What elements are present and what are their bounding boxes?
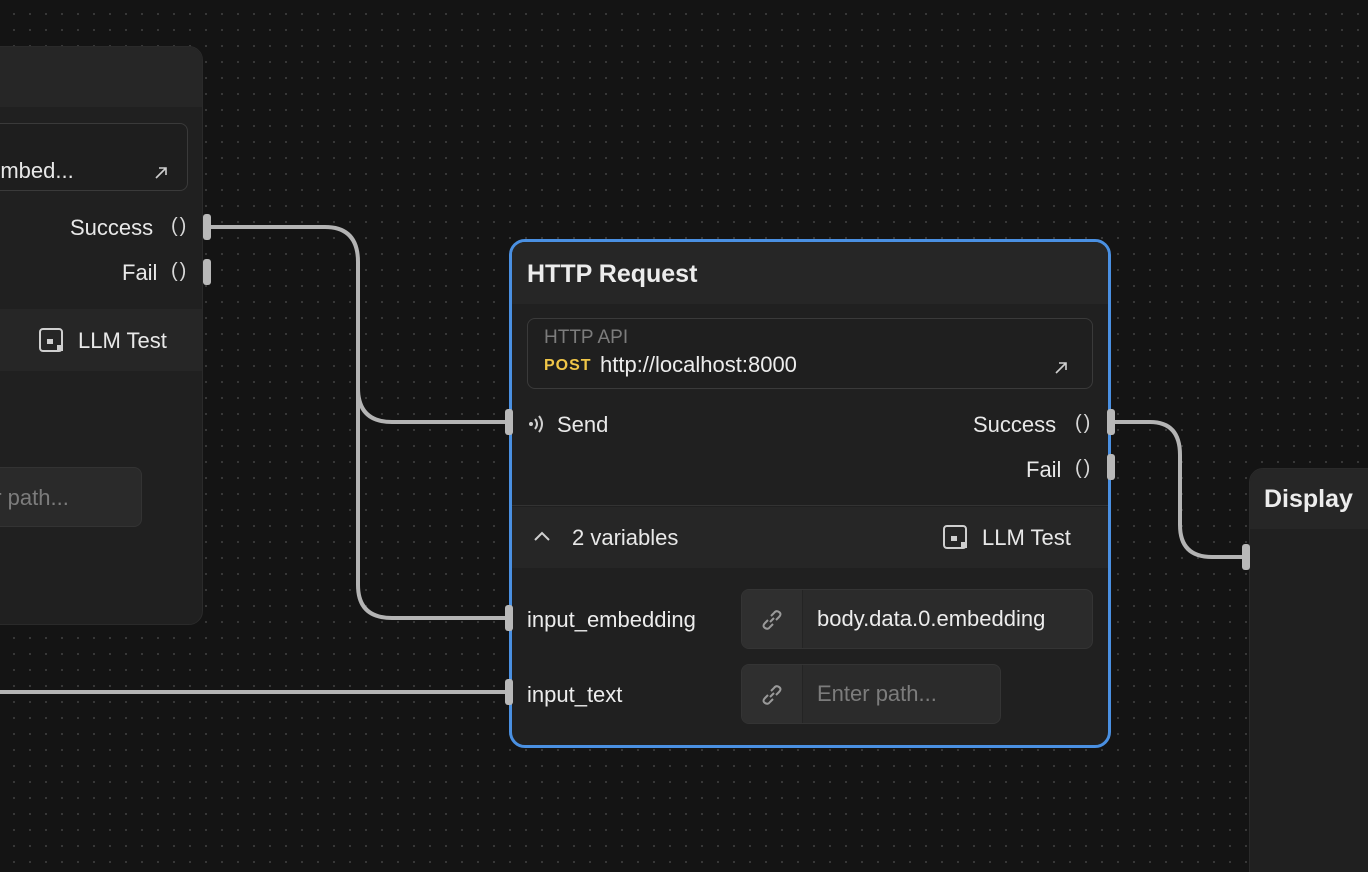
upstream-api-box[interactable]: /embed... bbox=[0, 123, 188, 191]
upstream-fail-handle[interactable] bbox=[203, 259, 211, 285]
display-node[interactable]: Display bbox=[1249, 468, 1368, 872]
http-divider bbox=[512, 505, 1108, 506]
http-node-title: HTTP Request bbox=[527, 260, 698, 288]
http-node-header[interactable]: HTTP Request bbox=[512, 242, 1108, 304]
upstream-path-placeholder: er path... bbox=[0, 485, 69, 510]
variable-name-input-text: input_text bbox=[527, 682, 623, 707]
upstream-node-header[interactable] bbox=[0, 47, 202, 107]
send-input-handle[interactable] bbox=[505, 409, 513, 435]
llm-test-button[interactable]: LLM Test bbox=[982, 525, 1071, 550]
http-request-node[interactable]: HTTP Request HTTP API POST http://localh… bbox=[509, 239, 1111, 748]
success-output-handle[interactable] bbox=[1107, 409, 1115, 435]
http-api-label: HTTP API bbox=[544, 327, 629, 348]
upstream-node[interactable]: /embed... Success () Fail () LLM Test er… bbox=[0, 46, 203, 625]
fail-output-handle[interactable] bbox=[1107, 454, 1115, 480]
display-node-header[interactable]: Display bbox=[1250, 469, 1368, 529]
path-input-text[interactable]: Enter path... bbox=[741, 664, 1001, 724]
upstream-fail-parens: () bbox=[171, 260, 189, 282]
variable-name-input-embedding: input_embedding bbox=[527, 607, 696, 632]
upstream-fail-label: Fail bbox=[122, 260, 158, 285]
send-signal-icon bbox=[529, 415, 543, 433]
chevron-up-icon[interactable] bbox=[532, 529, 552, 543]
upstream-success-parens: () bbox=[171, 215, 189, 237]
http-method-badge: POST bbox=[544, 357, 592, 374]
link-cell[interactable] bbox=[742, 590, 803, 648]
upstream-success-handle[interactable] bbox=[203, 214, 211, 240]
upstream-url: /embed... bbox=[0, 158, 74, 183]
edge-left-success-to-send[interactable] bbox=[205, 225, 511, 424]
http-api-url: http://localhost:8000 bbox=[600, 352, 797, 377]
llm-test-icon[interactable] bbox=[37, 326, 67, 356]
http-api-box[interactable]: HTTP API POST http://localhost:8000 bbox=[527, 318, 1093, 389]
variables-header[interactable]: 2 variables LLM Test bbox=[512, 507, 1108, 568]
fail-output-label: Fail bbox=[1026, 457, 1062, 482]
success-output-label: Success bbox=[973, 412, 1057, 437]
input-text-handle[interactable] bbox=[505, 679, 513, 705]
variables-toggle[interactable]: 2 variables bbox=[572, 525, 679, 550]
path-value: body.data.0.embedding bbox=[817, 606, 1046, 631]
send-input-label: Send bbox=[557, 412, 609, 437]
edge-http-success-to-display[interactable] bbox=[1109, 420, 1251, 559]
display-input-handle[interactable] bbox=[1242, 544, 1250, 570]
arrow-up-right-icon[interactable] bbox=[152, 164, 170, 182]
upstream-path-input[interactable]: er path... bbox=[0, 467, 142, 527]
input-embedding-handle[interactable] bbox=[505, 605, 513, 631]
upstream-success-label: Success bbox=[70, 215, 154, 240]
link-icon bbox=[762, 610, 782, 630]
success-output-parens: () bbox=[1075, 412, 1093, 434]
path-input-embedding[interactable]: body.data.0.embedding bbox=[741, 589, 1093, 649]
link-icon bbox=[762, 685, 782, 705]
fail-output-parens: () bbox=[1075, 457, 1093, 479]
path-placeholder: Enter path... bbox=[817, 681, 937, 706]
llm-test-icon[interactable] bbox=[941, 523, 971, 553]
link-cell[interactable] bbox=[742, 665, 803, 723]
upstream-footer bbox=[0, 309, 202, 371]
arrow-up-right-icon[interactable] bbox=[1052, 359, 1070, 377]
display-node-title: Display bbox=[1264, 485, 1353, 513]
upstream-llm-test-button[interactable]: LLM Test bbox=[78, 328, 167, 353]
edge-left-success-to-input-embedding[interactable] bbox=[356, 386, 511, 620]
